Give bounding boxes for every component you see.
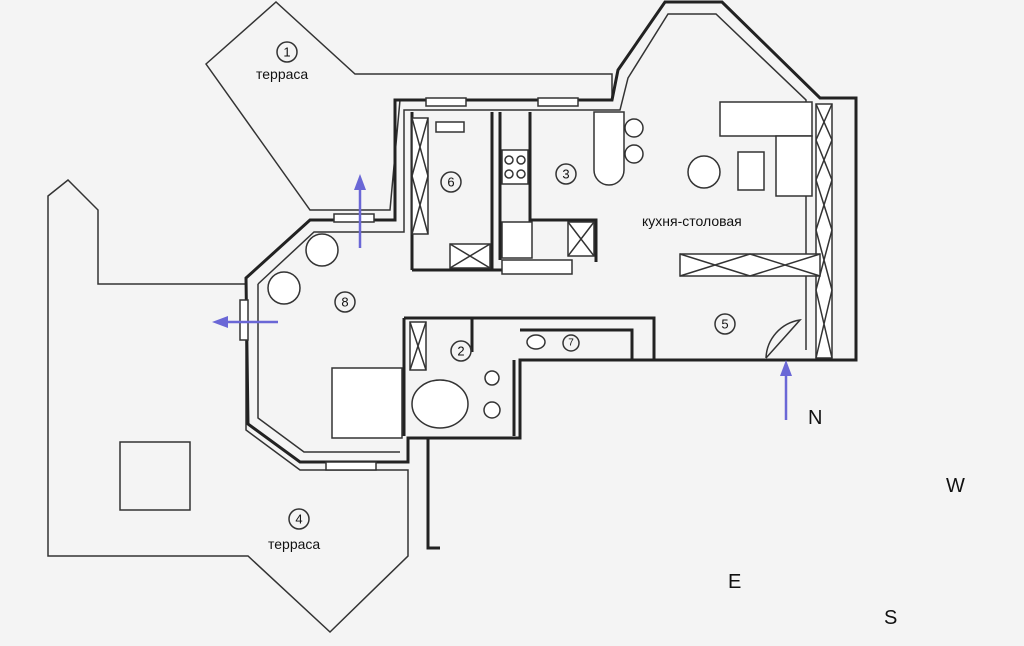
room-3-number: 3 xyxy=(562,167,569,182)
burner-2 xyxy=(516,155,526,165)
counter-hatch xyxy=(815,103,833,359)
terrace-4-wall xyxy=(426,438,440,550)
toilet-7 xyxy=(526,334,546,350)
partition-7 xyxy=(472,316,656,360)
chair-8a xyxy=(305,233,339,267)
room-4-marker: 4 xyxy=(288,508,310,530)
kitchen-island xyxy=(679,253,821,277)
room-2-number: 2 xyxy=(457,344,464,359)
armchair xyxy=(687,155,721,189)
cabinet-6-x xyxy=(449,243,491,269)
room-5-marker: 5 xyxy=(714,313,736,335)
inner-wall-2 xyxy=(257,284,400,453)
terrace-table xyxy=(119,441,191,511)
wardrobe-6-hatch xyxy=(411,117,429,235)
room-5-number: 5 xyxy=(721,317,728,332)
burner-4 xyxy=(516,169,526,179)
main-outer-wall xyxy=(244,0,858,464)
sofa xyxy=(719,101,813,137)
bidet-2 xyxy=(484,370,500,386)
bath-cabinet-x xyxy=(409,321,427,371)
bar-stool-1 xyxy=(624,118,644,138)
bar-stool-2 xyxy=(624,144,644,164)
window-bottom xyxy=(325,461,377,471)
window-left xyxy=(239,299,249,341)
inner-wall xyxy=(257,13,807,350)
burner-3 xyxy=(504,169,514,179)
partition-3 xyxy=(498,112,598,262)
stove xyxy=(501,149,529,185)
sofa-side xyxy=(775,135,813,197)
room-4-number: 4 xyxy=(295,512,302,527)
room-6-marker: 6 xyxy=(440,171,462,193)
arrow-entrance xyxy=(780,360,792,420)
room-1-label: терраса xyxy=(256,66,308,82)
room-2-marker: 2 xyxy=(450,340,472,362)
toilet-2 xyxy=(483,401,501,419)
kitchen-counter-right xyxy=(815,103,833,359)
island-hatch xyxy=(679,253,821,277)
compass-e: E xyxy=(728,571,741,593)
wardrobe-6 xyxy=(411,117,429,235)
room-3-marker: 3 xyxy=(555,163,577,185)
kitchen-label: кухня-столовая xyxy=(642,213,742,229)
room-7-marker: 7 xyxy=(562,334,580,352)
room-7-number: 7 xyxy=(568,338,574,349)
compass-n: N xyxy=(808,407,822,429)
room-8-marker: 8 xyxy=(334,291,356,313)
arrow-north-terrace xyxy=(354,174,366,248)
room-1-marker: 1 xyxy=(276,41,298,63)
window-top-left xyxy=(425,97,467,107)
bed xyxy=(331,367,403,439)
arrow-west xyxy=(212,316,278,328)
burner-1 xyxy=(504,155,514,165)
partition-6 xyxy=(410,112,572,272)
room-4-label: терраса xyxy=(268,536,320,552)
kitchen-cabinets xyxy=(501,259,573,275)
coffee-table xyxy=(737,151,765,191)
window-top-mid xyxy=(537,97,579,107)
terrace-4-outline xyxy=(47,178,409,634)
sink xyxy=(501,221,533,259)
entrance-door xyxy=(765,318,802,359)
compass-w: W xyxy=(946,475,965,497)
fridge-x xyxy=(567,221,595,257)
room-6-number: 6 xyxy=(447,175,454,190)
chair-8b xyxy=(267,271,301,305)
room-1-number: 1 xyxy=(283,45,290,60)
bar-counter xyxy=(593,111,625,186)
bathtub xyxy=(411,379,469,429)
room-8-number: 8 xyxy=(341,295,348,310)
window-room8 xyxy=(333,213,375,223)
shelf-6 xyxy=(435,121,465,133)
compass-s: S xyxy=(884,607,897,629)
